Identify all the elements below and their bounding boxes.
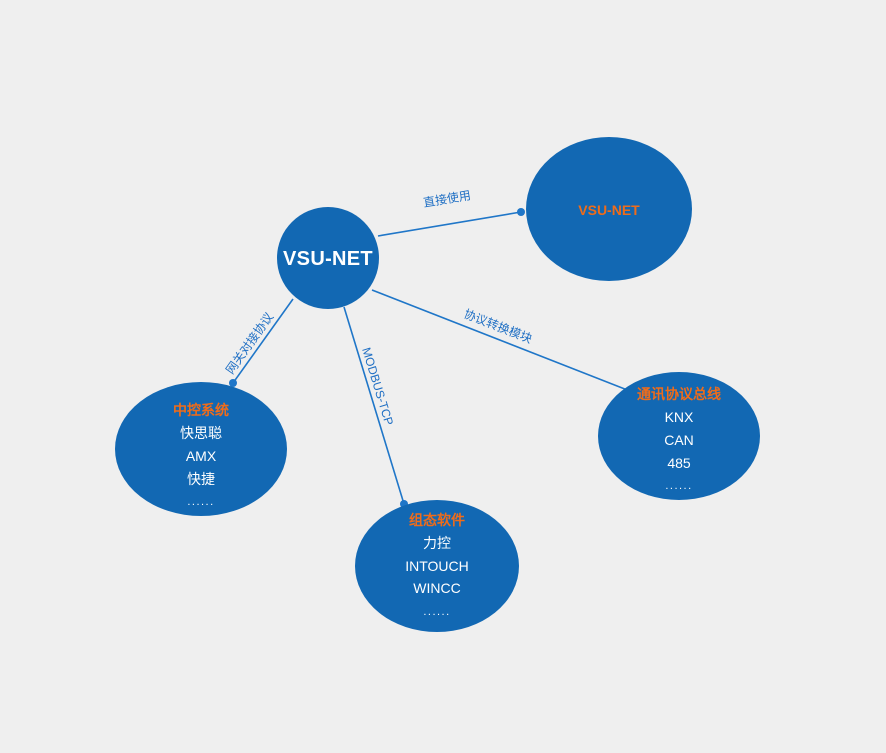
node-title-scada-software: 组态软件 <box>409 512 465 528</box>
node-shape-vsu-net-target[interactable] <box>526 137 692 281</box>
edge-modbus-tcp: MODBUS-TCP <box>343 306 408 508</box>
node-ellipsis-control-system: ...... <box>187 496 214 508</box>
edge-gateway-protocol: 网关对接协议 <box>222 298 294 387</box>
node-item-scada-software-2: WINCC <box>413 580 460 596</box>
node-shape-protocol-bus[interactable] <box>598 372 760 500</box>
edge-label-gateway-protocol: 网关对接协议 <box>222 309 276 376</box>
edge-label-direct-use: 直接使用 <box>422 187 472 210</box>
node-shape-scada-software[interactable] <box>355 500 519 632</box>
node-item-scada-software-0: 力控 <box>423 535 451 551</box>
node-control-system[interactable]: 中控系统 快思聪 AMX 快捷 ...... <box>115 382 287 516</box>
edge-direct-use: 直接使用 <box>377 187 525 237</box>
edge-endpoint-dot-direct-use <box>517 208 525 216</box>
node-item-scada-software-1: INTOUCH <box>405 558 469 574</box>
edge-endpoint-dot-gateway-protocol <box>229 379 237 387</box>
node-ellipsis-scada-software: ...... <box>423 606 450 618</box>
node-vsu-net-core[interactable]: VSU-NET <box>277 207 379 309</box>
node-title-control-system: 中控系统 <box>173 402 229 418</box>
node-item-control-system-2: 快捷 <box>187 471 215 487</box>
edge-protocol-converter: 协议转换模块 <box>371 289 639 397</box>
node-protocol-bus[interactable]: 通讯协议总线 KNX CAN 485 ...... <box>598 372 760 500</box>
node-vsu-net-target[interactable]: VSU-NET <box>526 137 692 281</box>
node-shape-control-system[interactable] <box>115 382 287 516</box>
node-title-vsu-net-core: VSU-NET <box>283 248 373 270</box>
node-item-control-system-1: AMX <box>186 448 217 464</box>
edge-line-gateway-protocol <box>232 298 294 384</box>
node-title-protocol-bus: 通讯协议总线 <box>637 386 721 402</box>
edge-line-modbus-tcp <box>343 306 405 505</box>
node-shape-vsu-net-core[interactable] <box>277 207 379 309</box>
edge-line-direct-use <box>377 211 522 237</box>
node-item-protocol-bus-2: 485 <box>667 455 691 471</box>
node-item-protocol-bus-1: CAN <box>664 432 694 448</box>
node-scada-software[interactable]: 组态软件 力控 INTOUCH WINCC ...... <box>355 500 519 632</box>
node-item-protocol-bus-0: KNX <box>665 409 694 425</box>
edge-line-protocol-converter <box>371 289 636 394</box>
node-ellipsis-protocol-bus: ...... <box>665 480 692 492</box>
node-title-vsu-net-target: VSU-NET <box>578 202 640 218</box>
node-item-control-system-0: 快思聪 <box>180 425 222 441</box>
